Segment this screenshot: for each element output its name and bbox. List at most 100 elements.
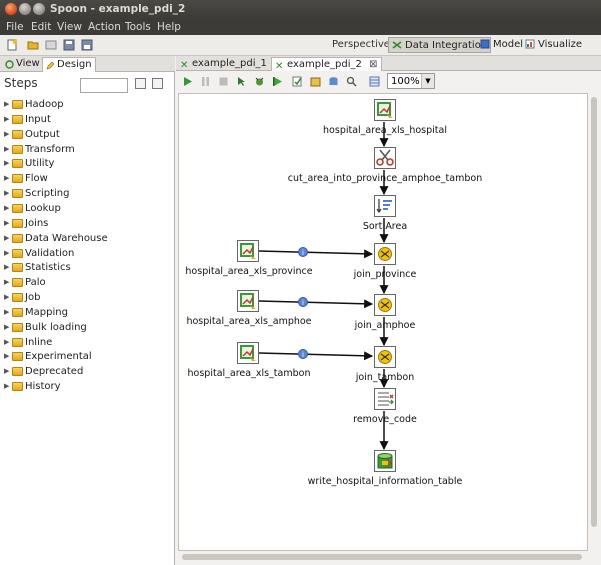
horizontal-scrollbar[interactable] [178, 551, 588, 563]
expand-arrow-icon[interactable]: ▶ [4, 352, 10, 361]
tree-item-mapping[interactable]: ▶Mapping [0, 306, 175, 320]
tree-item-utility[interactable]: ▶Utility [0, 157, 175, 171]
menu-tools[interactable]: Tools [125, 21, 151, 33]
expand-arrow-icon[interactable]: ▶ [4, 203, 10, 212]
perspective-model-button[interactable]: Model [477, 37, 526, 53]
tab-view[interactable]: View [2, 57, 43, 72]
expand-arrow-icon[interactable]: ▶ [4, 278, 10, 287]
perspective-data-integration-button[interactable]: Data Integration [388, 37, 492, 53]
explore-repository-icon[interactable] [45, 39, 57, 51]
expand-arrow-icon[interactable]: ▶ [4, 263, 10, 272]
expand-arrow-icon[interactable]: ▶ [4, 129, 10, 138]
menu-edit[interactable]: Edit [31, 21, 52, 33]
hop-amphoe-to-join[interactable] [258, 299, 374, 309]
expand-arrow-icon[interactable]: ▶ [4, 233, 10, 242]
perspective-visualize-button[interactable]: Visualize [522, 37, 585, 53]
preview-icon[interactable] [236, 76, 247, 87]
expand-arrow-icon[interactable]: ▶ [4, 174, 10, 183]
verify-icon[interactable] [292, 76, 303, 87]
expand-arrow-icon[interactable]: ▶ [4, 159, 10, 168]
step-cut-area[interactable] [374, 147, 396, 169]
step-hospital-area-xls-province[interactable] [237, 240, 259, 262]
steps-search-input[interactable] [80, 78, 128, 93]
vertical-scrollbar[interactable] [588, 93, 600, 551]
tree-item-label: Transform [25, 143, 75, 155]
menu-view[interactable]: View [57, 21, 82, 33]
tree-item-inline[interactable]: ▶Inline [0, 336, 175, 350]
window-close-button[interactable] [5, 3, 17, 15]
step-hospital-area-xls-amphoe[interactable] [237, 290, 259, 312]
tree-item-experimental[interactable]: ▶Experimental [0, 350, 175, 364]
folder-icon [12, 189, 23, 199]
pause-icon[interactable] [200, 76, 211, 87]
tree-item-joins[interactable]: ▶Joins [0, 217, 175, 231]
tree-item-job[interactable]: ▶Job [0, 291, 175, 305]
folder-icon [12, 367, 23, 377]
hop-tambon-to-join[interactable] [258, 351, 374, 361]
step-join-province[interactable] [374, 243, 396, 265]
sql-icon[interactable] [328, 76, 339, 87]
expand-arrow-icon[interactable]: ▶ [4, 382, 10, 391]
menu-action[interactable]: Action [88, 21, 121, 33]
hop-province-to-join[interactable] [258, 249, 374, 259]
expand-arrow-icon[interactable]: ▶ [4, 218, 10, 227]
expand-arrow-icon[interactable]: ▶ [4, 100, 10, 108]
expand-arrow-icon[interactable]: ▶ [4, 144, 10, 153]
menu-file[interactable]: File [6, 21, 24, 33]
replay-icon[interactable] [272, 76, 283, 87]
tree-item-lookup[interactable]: ▶Lookup [0, 202, 175, 216]
debug-icon[interactable] [254, 76, 265, 87]
tab-example-pdi-1[interactable]: ✕ example_pdi_1 [177, 57, 271, 71]
window-maximize-button[interactable] [33, 3, 45, 15]
tree-item-input[interactable]: ▶Input [0, 113, 175, 127]
scrollbar-thumb[interactable] [182, 554, 582, 560]
save-as-icon[interactable] [81, 39, 93, 51]
stop-icon[interactable] [218, 76, 229, 87]
menu-help[interactable]: Help [157, 21, 181, 33]
tree-item-hadoop[interactable]: ▶Hadoop [0, 98, 175, 112]
step-join-amphoe[interactable] [374, 294, 396, 316]
close-tab-icon[interactable]: ⊠ [369, 59, 378, 70]
step-write-hospital-information-table[interactable] [374, 450, 396, 472]
explore-db-icon[interactable] [346, 76, 357, 87]
impact-icon[interactable] [310, 76, 321, 87]
step-join-tambon[interactable] [374, 346, 396, 368]
expand-arrow-icon[interactable]: ▶ [4, 114, 10, 123]
step-remove-code[interactable] [374, 388, 396, 410]
step-hospital-area-xls-tambon[interactable] [237, 342, 259, 364]
expand-arrow-icon[interactable]: ▶ [4, 248, 10, 257]
tree-item-palo[interactable]: ▶Palo [0, 276, 175, 290]
tree-item-bulk-loading[interactable]: ▶Bulk loading [0, 321, 175, 335]
collapse-all-button[interactable] [152, 78, 163, 89]
expand-arrow-icon[interactable]: ▶ [4, 322, 10, 331]
step-sort-area[interactable] [374, 195, 396, 217]
tree-item-statistics[interactable]: ▶Statistics [0, 261, 175, 275]
tab-example-pdi-2[interactable]: ✕ example_pdi_2 ⊠ [271, 57, 383, 72]
tree-item-flow[interactable]: ▶Flow [0, 172, 175, 186]
expand-arrow-icon[interactable]: ▶ [4, 337, 10, 346]
new-file-icon[interactable] [6, 39, 18, 51]
tree-item-history[interactable]: ▶History [0, 380, 175, 394]
open-folder-icon[interactable] [27, 39, 39, 51]
tree-item-data-warehouse[interactable]: ▶Data Warehouse [0, 232, 175, 246]
expand-arrow-icon[interactable]: ▶ [4, 307, 10, 316]
save-icon[interactable] [63, 39, 75, 51]
zoom-select[interactable]: 100% ▼ [387, 73, 435, 89]
tree-item-validation[interactable]: ▶Validation [0, 247, 175, 261]
tree-item-transform[interactable]: ▶ Transform [0, 143, 175, 157]
tree-item-deprecated[interactable]: ▶Deprecated [0, 365, 175, 379]
window-minimize-button[interactable] [19, 3, 31, 15]
expand-arrow-icon[interactable]: ▶ [4, 367, 10, 376]
transformation-canvas[interactable]: i i i hospital_area_xls_hospital cut_are… [178, 93, 588, 551]
expand-arrow-icon[interactable]: ▶ [4, 293, 10, 302]
run-icon[interactable] [182, 76, 193, 87]
expand-all-button[interactable] [135, 78, 146, 89]
tree-item-output[interactable]: ▶Output [0, 128, 175, 142]
tab-design[interactable]: Design [42, 57, 96, 72]
show-results-icon[interactable] [369, 76, 380, 87]
tree-item-scripting[interactable]: ▶Scripting [0, 187, 175, 201]
scrollbar-thumb[interactable] [591, 97, 597, 527]
folder-icon [12, 322, 23, 332]
step-hospital-area-xls-hospital[interactable] [374, 99, 396, 121]
expand-arrow-icon[interactable]: ▶ [4, 189, 10, 198]
